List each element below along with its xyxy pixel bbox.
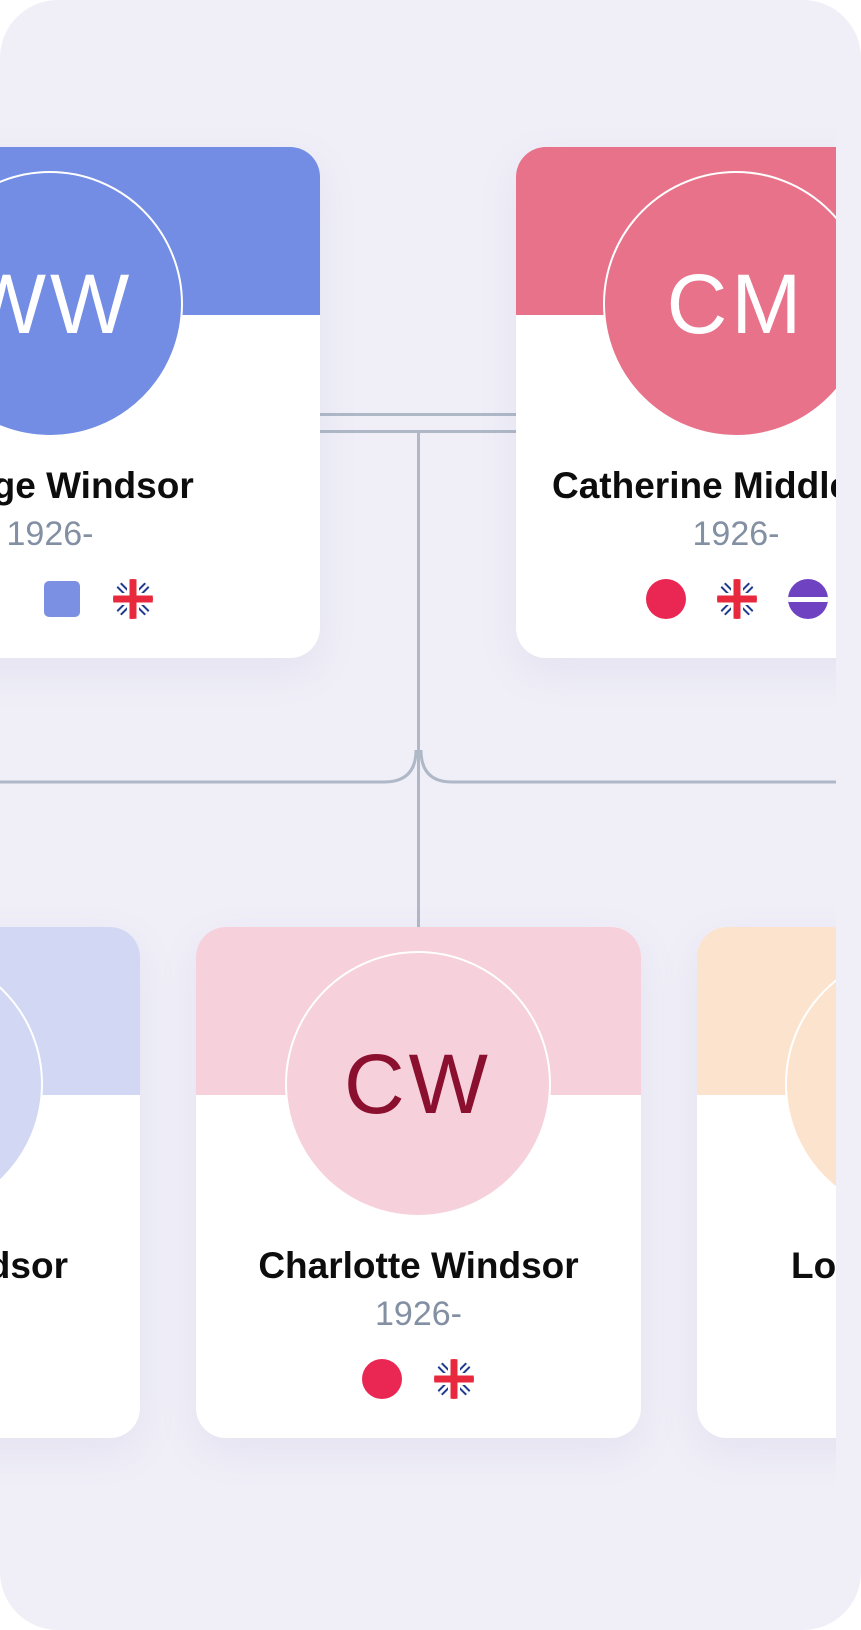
avatar-initials: CM	[666, 256, 806, 351]
person-card-lo[interactable]: Lo	[697, 927, 836, 1438]
person-card-charlotte-windsor[interactable]: CW Charlotte Windsor 1926-	[196, 927, 641, 1438]
avatar-initials: CW	[344, 1036, 492, 1131]
person-years: 1926-	[375, 1295, 462, 1333]
avatar: CM	[603, 171, 836, 437]
sibling-connector	[0, 749, 836, 784]
avatar: CW	[285, 951, 551, 1217]
uk-flag-icon	[717, 579, 757, 619]
person-card-george-windsor[interactable]: WW George Windsor 1926-	[0, 147, 320, 658]
half-circle-marker-icon	[788, 579, 828, 619]
avatar-initials: WW	[0, 256, 134, 351]
descent-connector-vertical	[417, 432, 420, 928]
tree-viewport: WW George Windsor 1926- CM	[0, 147, 836, 1438]
person-card-windsor-child[interactable]: Windsor	[0, 927, 140, 1438]
spouse-connector-top	[318, 413, 518, 416]
uk-flag-icon	[434, 1359, 474, 1399]
person-name: Charlotte Windsor	[258, 1245, 579, 1286]
person-card-catherine-middleton[interactable]: CM Catherine Middleton 1926-	[516, 147, 836, 658]
person-name: George Windsor	[0, 465, 194, 506]
person-name: Catherine Middleton	[552, 465, 836, 506]
person-years: 1926-	[6, 515, 94, 553]
person-name: Windsor	[0, 1245, 68, 1286]
spouse-connector-bottom	[318, 430, 518, 433]
person-years: 1926-	[692, 515, 780, 553]
uk-flag-icon	[113, 579, 153, 619]
person-name: Lo	[791, 1245, 836, 1286]
square-marker-icon	[44, 581, 80, 617]
circle-marker-icon	[362, 1359, 402, 1399]
circle-marker-icon	[646, 579, 686, 619]
